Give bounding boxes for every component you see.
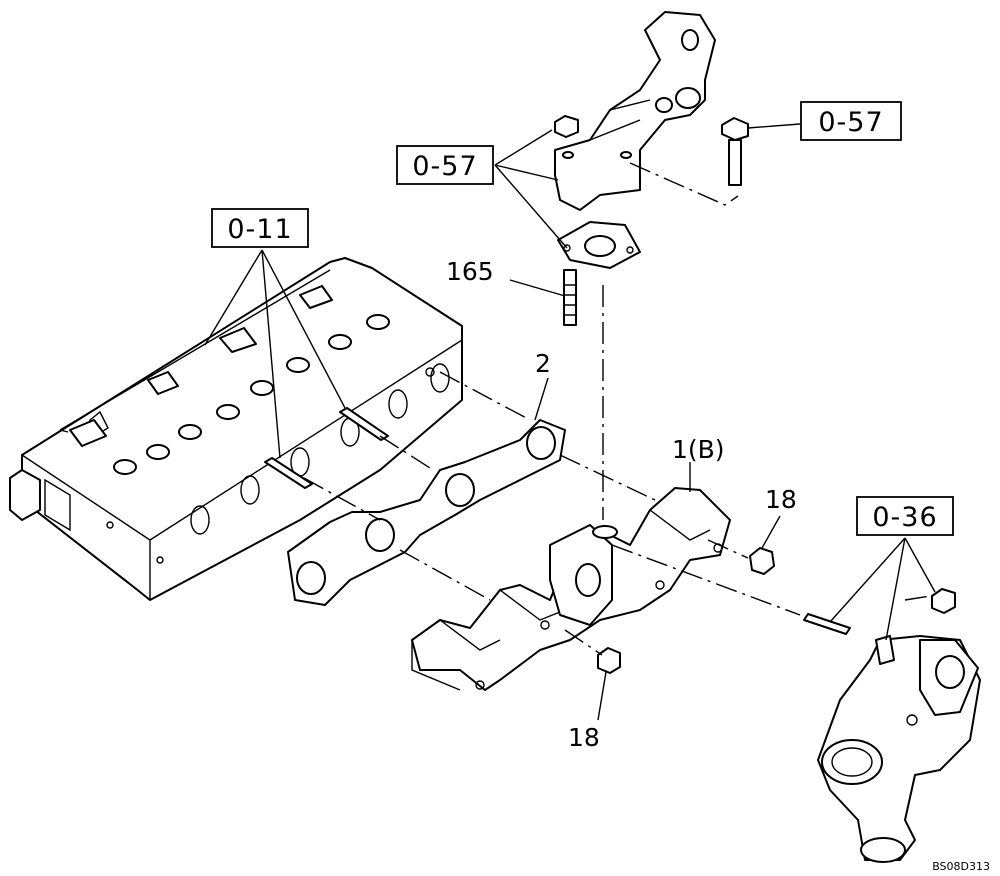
ref-box-011: 0-11 bbox=[211, 208, 309, 248]
ref-label-036: 0-36 bbox=[872, 502, 937, 533]
elbow-gasket bbox=[557, 221, 641, 269]
nut-18-right bbox=[749, 547, 775, 575]
part-number-18-right: 18 bbox=[765, 485, 797, 514]
ref-label-057-left: 0-57 bbox=[412, 151, 477, 182]
head-studs bbox=[264, 407, 389, 489]
alignment-lines bbox=[303, 162, 931, 656]
elbow-fasteners bbox=[554, 115, 749, 186]
ref-box-057-left: 0-57 bbox=[396, 145, 494, 185]
part-number-2: 2 bbox=[535, 349, 551, 378]
exhaust-manifold bbox=[411, 487, 731, 691]
turbo-nut bbox=[931, 588, 956, 614]
stud-165 bbox=[563, 269, 577, 326]
ref-label-011: 0-11 bbox=[227, 214, 292, 245]
part-number-1b: 1(B) bbox=[672, 435, 725, 464]
part-number-18-bottom: 18 bbox=[568, 723, 600, 752]
turbo-stud bbox=[803, 613, 851, 635]
ref-label-057-right: 0-57 bbox=[818, 107, 883, 138]
turbocharger bbox=[817, 635, 981, 863]
part-number-165: 165 bbox=[446, 257, 494, 286]
cylinder-head bbox=[9, 257, 463, 601]
exhaust-gasket bbox=[287, 419, 566, 606]
leader-lines bbox=[204, 123, 936, 721]
exhaust-elbow bbox=[554, 11, 716, 211]
drawing-code: BS08D313 bbox=[932, 860, 990, 873]
nut-18-bottom bbox=[597, 647, 621, 674]
ref-box-036: 0-36 bbox=[856, 496, 954, 536]
ref-box-057-right: 0-57 bbox=[800, 101, 902, 141]
